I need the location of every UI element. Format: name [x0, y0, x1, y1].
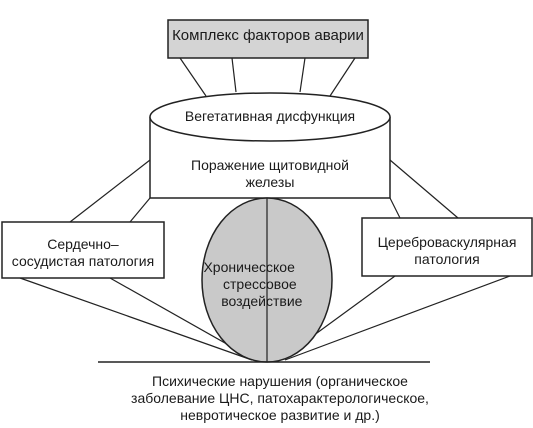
top-box	[167, 19, 369, 59]
cylinder-top-label: Вегетативная дисфункция	[184, 108, 356, 124]
side-connectors	[69, 159, 459, 223]
cereb-label: Цереброваскулярная патология	[377, 234, 517, 267]
cereb-box	[361, 217, 533, 277]
cylinder-body-label: Поражение щитовидной железы	[191, 157, 349, 190]
bottom-label: Психические нарушения (органическое забо…	[131, 373, 429, 423]
cylinder-top	[149, 92, 391, 142]
top-box-label: Комплекс факторов аварии	[172, 27, 364, 44]
top-connectors	[179, 57, 356, 97]
cardio-box	[1, 221, 165, 279]
cardio-label: Сердечно– сосудистая патология	[11, 236, 155, 269]
ellipse-label-right: ское овое ствие	[266, 259, 303, 309]
ellipse-label-left: Хроничес стресс воздей	[203, 259, 266, 309]
